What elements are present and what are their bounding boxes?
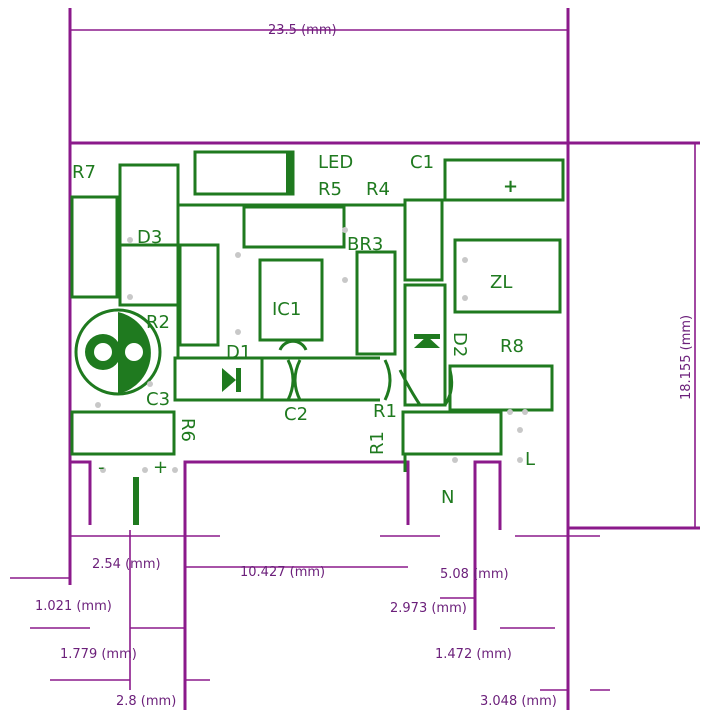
label-d1: D1 [226, 342, 251, 363]
label-d3: D3 [137, 227, 162, 248]
c3-pad-hole-2 [125, 343, 143, 361]
br3-outline [355, 250, 397, 356]
label-br3: BR3 [347, 234, 383, 255]
dim-1-472: 1.472 (mm) [435, 647, 512, 662]
r1-outline [401, 410, 503, 456]
label-r1-upper: R1 [373, 401, 397, 422]
dim-5-08: 5.08 (mm) [440, 567, 509, 582]
label-c1: C1 [410, 152, 434, 173]
dim-1-021: 1.021 (mm) [35, 599, 112, 614]
r1-arc [383, 359, 392, 401]
dim-2-54: 2.54 (mm) [92, 557, 161, 572]
d2-bar [414, 334, 440, 339]
dimension-lines [10, 29, 696, 691]
label-c3: C3 [146, 389, 170, 410]
led-polarity-bar [286, 152, 294, 194]
dim-2-973: 2.973 (mm) [390, 601, 467, 616]
label-ic1: IC1 [272, 299, 301, 320]
label-r4: R4 [366, 179, 390, 200]
c3-pad-hole [94, 343, 112, 361]
d2-triangle [414, 336, 440, 348]
label-r7: R7 [72, 162, 96, 183]
d1-triangle [222, 368, 236, 392]
r8-outline [448, 364, 554, 412]
r7-outline [70, 195, 119, 299]
r2-outline [178, 243, 220, 347]
label-plus-left: + [153, 457, 168, 478]
d2-cap [398, 369, 454, 407]
label-r1-lower: R1 [367, 431, 388, 455]
d1-bar [236, 368, 241, 392]
label-d2: D2 [449, 332, 470, 357]
dim-2-8: 2.8 (mm) [116, 694, 176, 709]
label-led: LED [318, 152, 353, 173]
c2-body [286, 359, 302, 401]
c2-arc-top [278, 339, 308, 351]
c1-outline [443, 158, 565, 202]
label-r2: R2 [146, 312, 170, 333]
label-r5: R5 [318, 179, 342, 200]
dim-height: 18.155 (mm) [679, 315, 694, 400]
silkscreen [70, 150, 565, 472]
label-plus-c1: + [503, 176, 518, 197]
label-n: N [441, 487, 454, 508]
label-minus: - [98, 457, 105, 478]
board-outline [68, 8, 700, 710]
label-r8: R8 [500, 336, 524, 357]
label-zl: ZL [490, 272, 512, 293]
dim-10-427: 10.427 (mm) [240, 565, 325, 580]
dim-1-779: 1.779 (mm) [60, 647, 137, 662]
r5-outline [242, 205, 346, 249]
label-l: L [525, 449, 535, 470]
label-c2: C2 [284, 404, 308, 425]
pads [95, 227, 528, 473]
dim-3-048: 3.048 (mm) [480, 694, 557, 709]
r6-outline [70, 410, 176, 456]
led-outline [193, 150, 295, 196]
label-r6: R6 [177, 418, 198, 442]
dim-width: 23.5 (mm) [268, 23, 337, 38]
zl-outline [453, 238, 562, 314]
r4-outline [403, 198, 444, 282]
pin-marker [133, 477, 139, 525]
component-labels: R7 LED C1 R5 R4 D3 BR3 IC1 ZL R2 D1 R8 C… [72, 152, 535, 508]
dimension-labels: 23.5 (mm) 18.155 (mm) 2.54 (mm) 10.427 (… [35, 23, 694, 709]
d1-outline [173, 356, 264, 402]
c2-outline [262, 356, 380, 402]
